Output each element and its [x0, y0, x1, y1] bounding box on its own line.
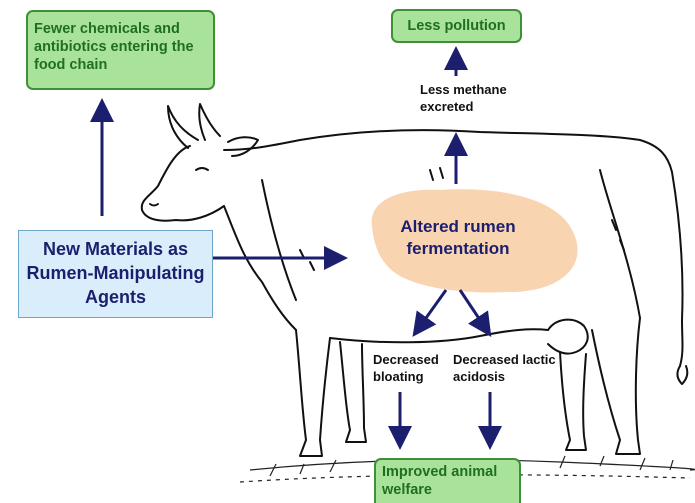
bloating-label: Decreased bloating [373, 351, 453, 385]
welfare-text: Improved animal welfare [382, 464, 497, 498]
agents-text: New Materials as Rumen-Manipulating Agen… [27, 239, 205, 307]
welfare-box: Improved animal welfare [374, 458, 521, 503]
acidosis-label: Decreased lactic acidosis [453, 351, 568, 385]
agents-box: New Materials as Rumen-Manipulating Agen… [18, 230, 213, 318]
arrow-rumen-to-bloating [416, 290, 446, 332]
pollution-box: Less pollution [391, 9, 522, 43]
rumen-label: Altered rumen fermentation [393, 216, 523, 260]
pollution-text: Less pollution [407, 18, 505, 34]
arrow-rumen-to-acidosis [460, 290, 488, 332]
chemicals-text: Fewer chemicals and antibiotics entering… [34, 21, 194, 73]
chemicals-box: Fewer chemicals and antibiotics entering… [26, 10, 215, 90]
methane-label: Less methane excreted [420, 81, 520, 115]
